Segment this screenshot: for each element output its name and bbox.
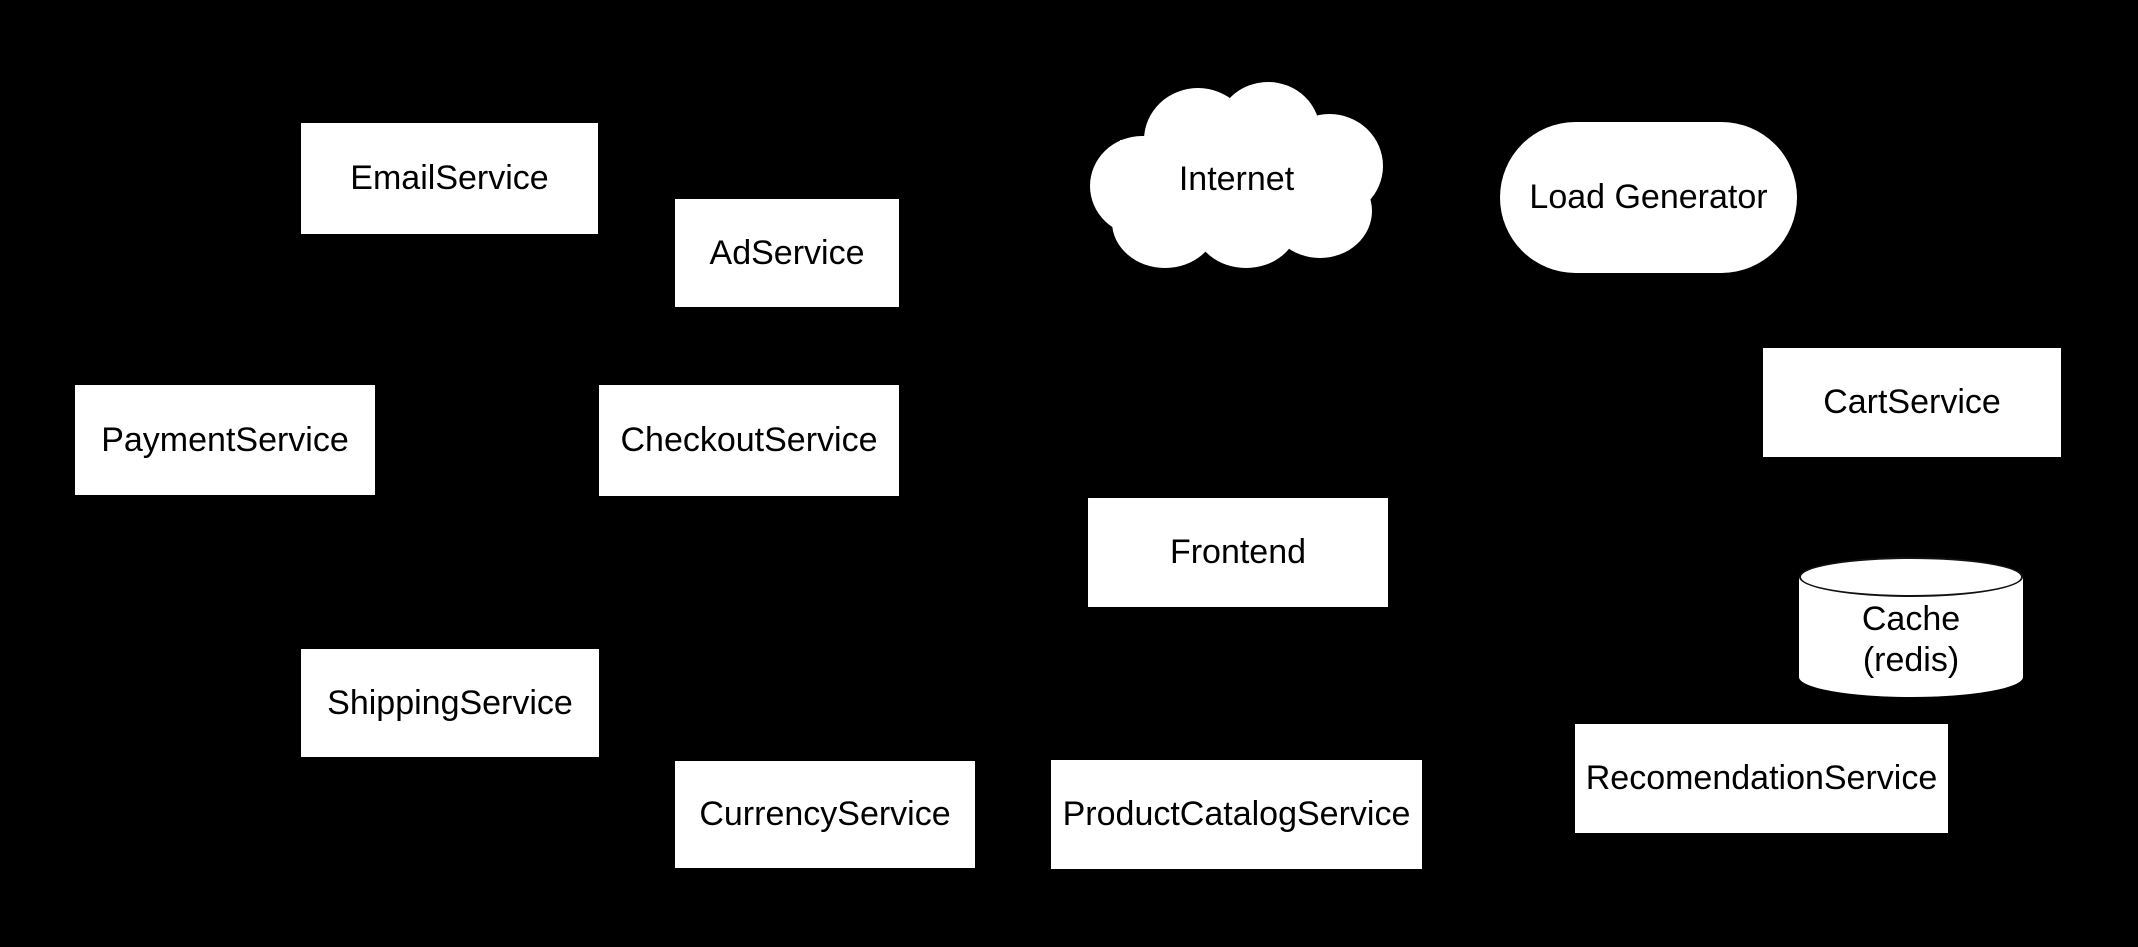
node-recomendation-service[interactable]: RecomendationService (1575, 724, 1948, 833)
node-currency-service[interactable]: CurrencyService (675, 761, 975, 868)
cloud-core (1120, 140, 1352, 226)
node-payment-service[interactable]: PaymentService (75, 385, 375, 495)
node-label-checkout-service: CheckoutService (620, 421, 878, 460)
node-label-cart-service: CartService (1823, 383, 2001, 422)
node-label-shipping-service: ShippingService (327, 683, 573, 722)
node-label-product-catalog-service: ProductCatalogService (1062, 795, 1411, 834)
node-label-recomendation-service: RecomendationService (1585, 759, 1938, 798)
node-internet-cloud[interactable]: Internet (1090, 82, 1383, 268)
node-load-generator[interactable]: Load Generator (1500, 122, 1797, 273)
node-label-email-service: EmailService (350, 159, 549, 198)
node-label-cache-redis: Cache (redis) (1861, 600, 1961, 679)
node-shipping-service[interactable]: ShippingService (301, 649, 599, 757)
node-product-catalog-service[interactable]: ProductCatalogService (1051, 760, 1422, 869)
node-cache-redis[interactable]: Cache (redis) (1799, 557, 2023, 697)
node-ad-service[interactable]: AdService (675, 199, 899, 307)
cylinder-bottom-cap (1799, 657, 2023, 697)
node-email-service[interactable]: EmailService (301, 123, 598, 234)
node-label-currency-service: CurrencyService (699, 795, 951, 834)
node-label-payment-service: PaymentService (101, 420, 349, 459)
cylinder-top-ellipse (1799, 557, 2023, 597)
node-checkout-service[interactable]: CheckoutService (599, 385, 899, 496)
node-label-ad-service: AdService (709, 233, 865, 272)
node-label-load-generator: Load Generator (1529, 178, 1768, 217)
node-label-internet: Internet (1178, 160, 1295, 198)
node-cart-service[interactable]: CartService (1763, 348, 2061, 457)
node-label-frontend: Frontend (1169, 533, 1307, 572)
node-frontend[interactable]: Frontend (1088, 498, 1388, 607)
